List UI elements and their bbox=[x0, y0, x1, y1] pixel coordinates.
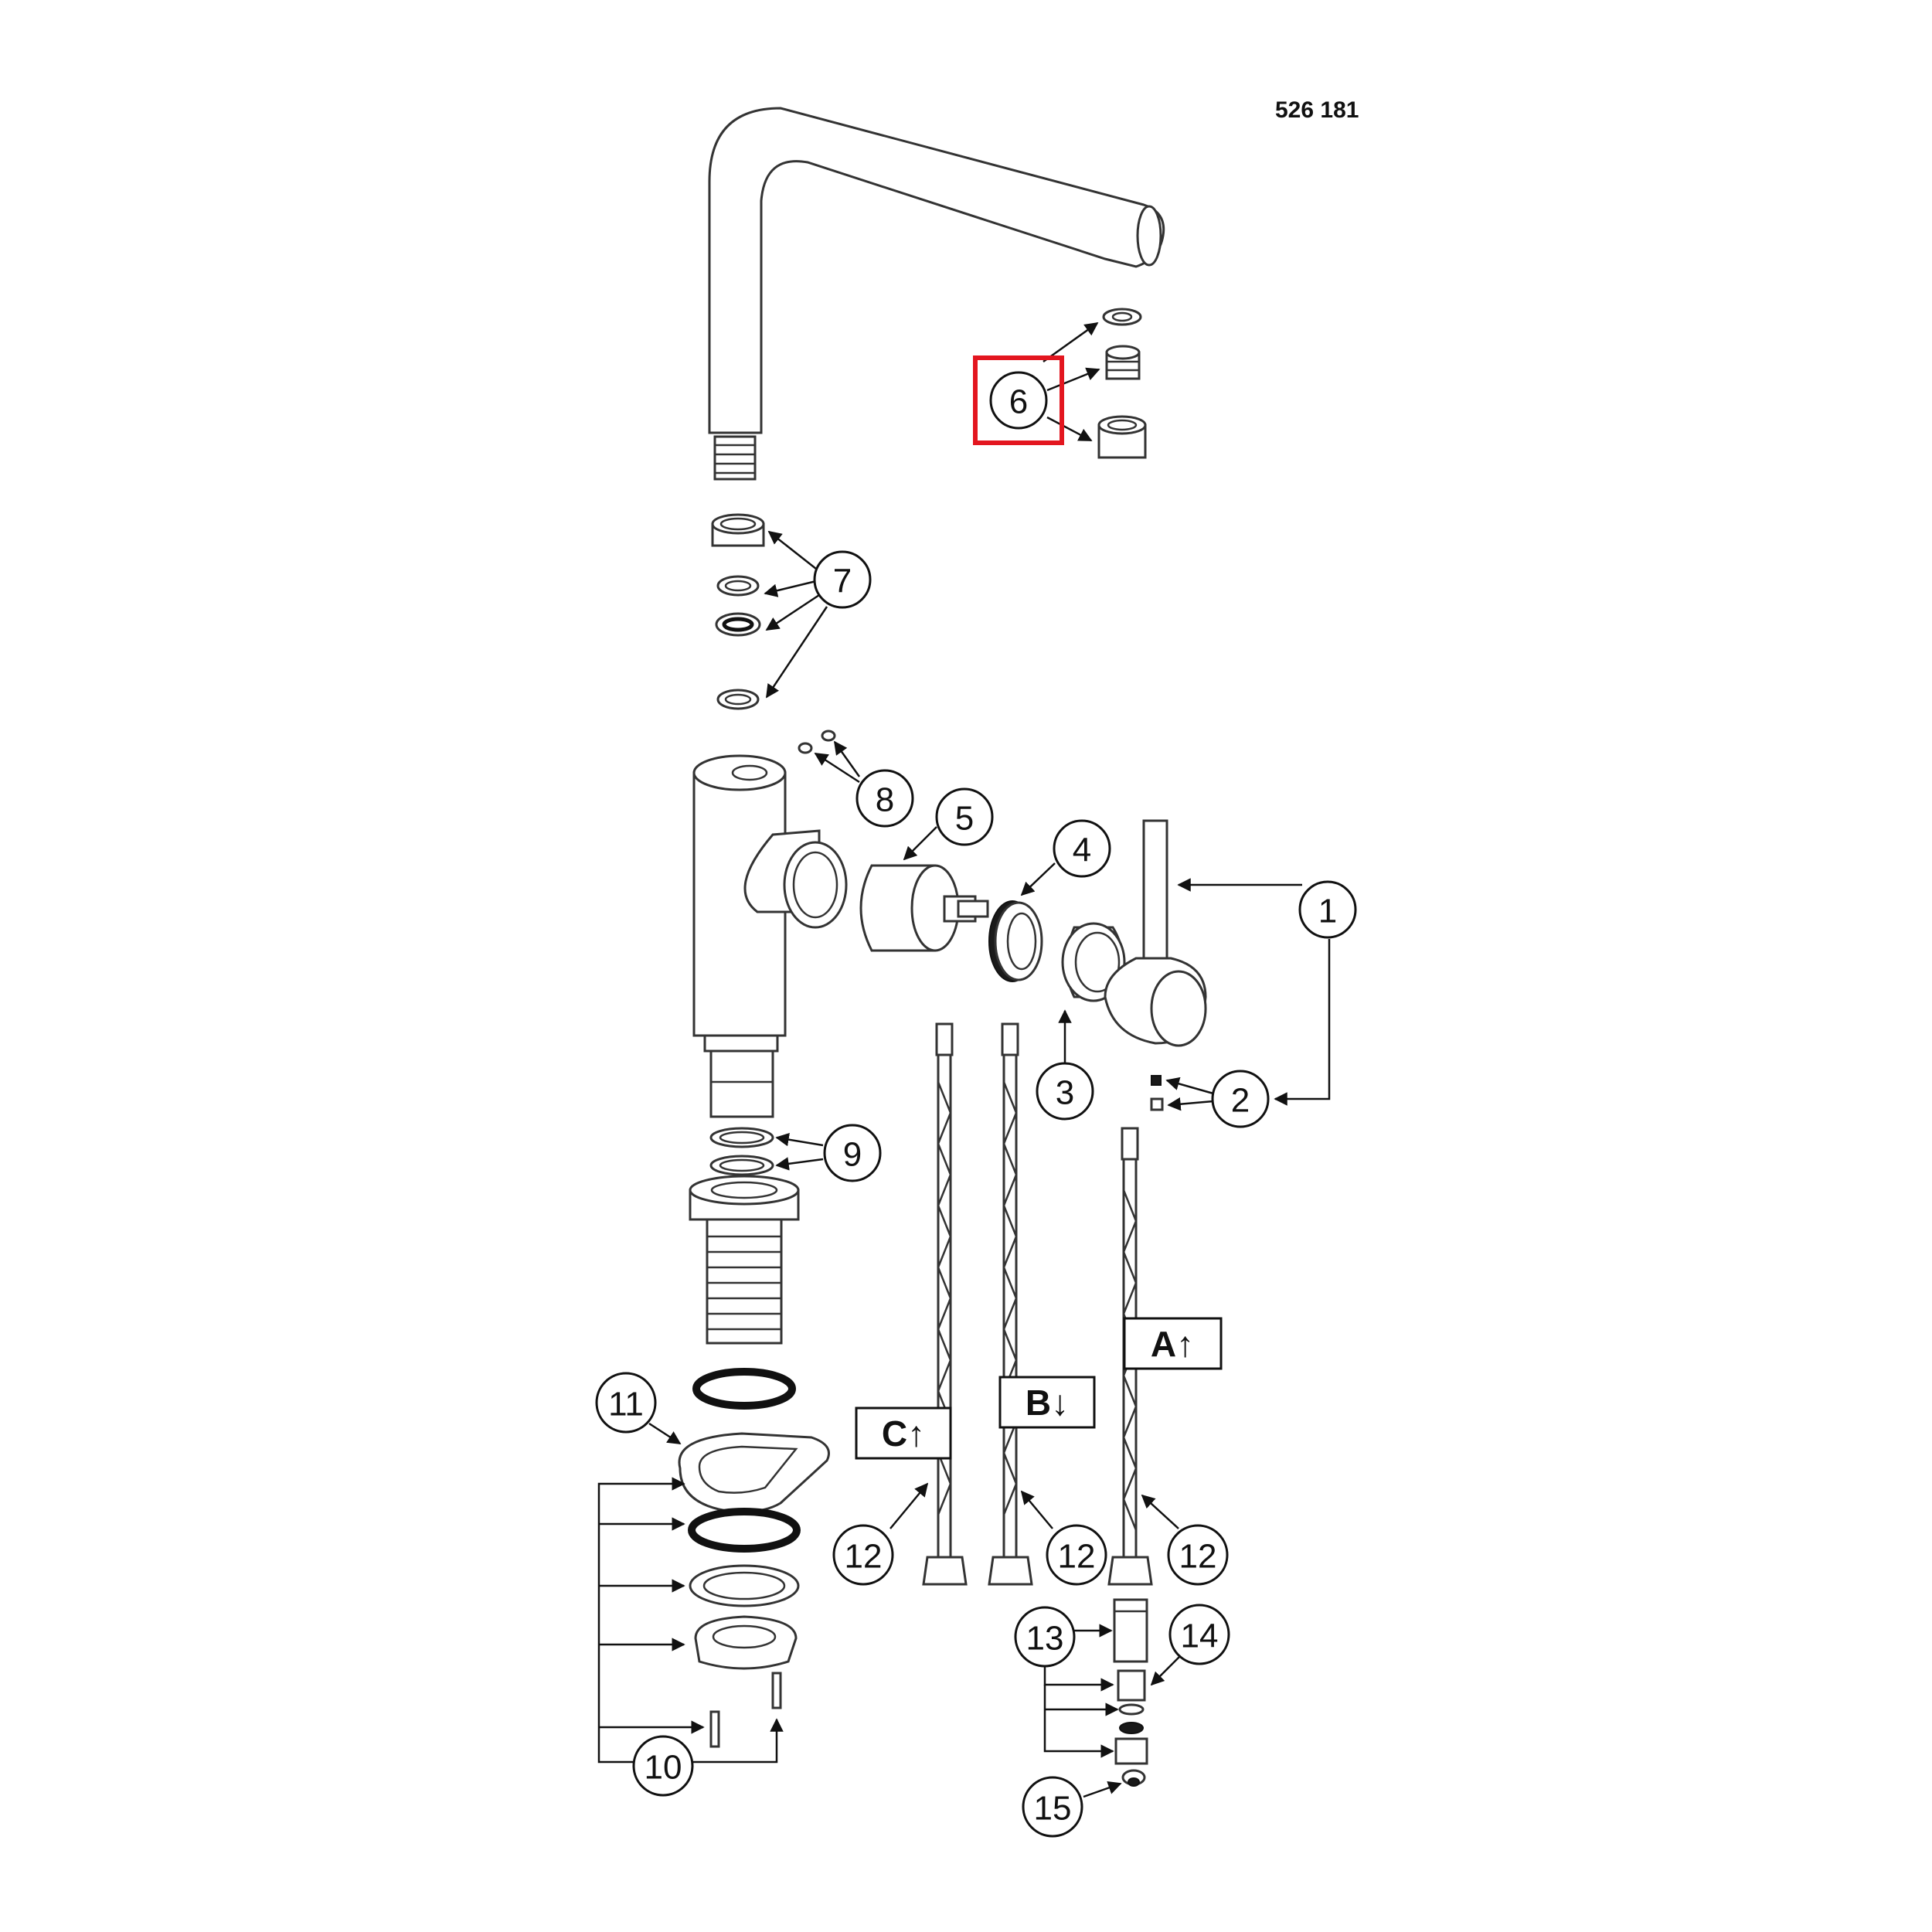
lever-handle bbox=[1104, 819, 1207, 1047]
leader-lines bbox=[597, 321, 1331, 1798]
highlight-box bbox=[973, 355, 1064, 445]
callouts: 1 2 3 4 5 6 7 8 9 10 11 12 12 12 13 14 1… bbox=[595, 371, 1357, 1838]
svg-text:8: 8 bbox=[876, 781, 894, 819]
svg-text:2: 2 bbox=[1231, 1082, 1250, 1120]
callout-13: 13 bbox=[1014, 1606, 1076, 1668]
callout-5: 5 bbox=[935, 787, 994, 846]
svg-text:A↑: A↑ bbox=[1151, 1324, 1194, 1364]
svg-text:15: 15 bbox=[1034, 1790, 1072, 1828]
part-number: 526 181 bbox=[1275, 97, 1359, 123]
hose-b bbox=[988, 1022, 1033, 1586]
callout-12-c: 12 bbox=[832, 1524, 894, 1586]
aerator-parts bbox=[1097, 308, 1147, 459]
clamp-nut bbox=[988, 900, 1043, 982]
svg-text:C↑: C↑ bbox=[882, 1413, 925, 1454]
grub-screws bbox=[798, 730, 836, 754]
svg-text:9: 9 bbox=[843, 1136, 862, 1174]
svg-text:3: 3 bbox=[1056, 1074, 1074, 1112]
valve-parts bbox=[1113, 1598, 1148, 1787]
svg-text:7: 7 bbox=[833, 563, 852, 600]
callout-2: 2 bbox=[1211, 1070, 1270, 1128]
callout-4: 4 bbox=[1053, 819, 1111, 878]
hose-c bbox=[922, 1022, 968, 1586]
base-seal-ring bbox=[692, 1368, 796, 1410]
body-seals bbox=[709, 1127, 774, 1176]
svg-text:12: 12 bbox=[1058, 1538, 1096, 1576]
callout-14: 14 bbox=[1168, 1604, 1230, 1665]
flow-label-c: C↑ bbox=[855, 1406, 952, 1460]
callout-6: 6 bbox=[989, 371, 1048, 430]
callout-3: 3 bbox=[1036, 1062, 1094, 1121]
flow-label-b: B↓ bbox=[998, 1376, 1096, 1429]
mount-seal bbox=[688, 1508, 801, 1553]
callout-8: 8 bbox=[855, 769, 914, 828]
callout-12-b: 12 bbox=[1046, 1524, 1107, 1586]
spout bbox=[708, 107, 1165, 481]
mounting-kit bbox=[678, 1432, 830, 1748]
svg-text:14: 14 bbox=[1181, 1617, 1219, 1655]
svg-text:4: 4 bbox=[1073, 832, 1091, 869]
spout-thread bbox=[713, 435, 757, 481]
flow-label-a: A↑ bbox=[1123, 1317, 1223, 1370]
svg-text:11: 11 bbox=[608, 1386, 644, 1423]
callout-15: 15 bbox=[1022, 1776, 1083, 1838]
svg-text:12: 12 bbox=[1179, 1538, 1217, 1576]
spout-seals bbox=[711, 513, 765, 710]
callout-1: 1 bbox=[1298, 880, 1357, 939]
handle-grub-screws bbox=[1150, 1075, 1164, 1111]
svg-text:5: 5 bbox=[955, 800, 974, 838]
mixer-body bbox=[692, 754, 848, 1118]
callout-7: 7 bbox=[813, 550, 872, 609]
svg-text:10: 10 bbox=[645, 1749, 682, 1787]
cartridge bbox=[859, 864, 989, 952]
threaded-stud bbox=[689, 1175, 800, 1345]
cover-sleeve bbox=[1061, 922, 1126, 1002]
svg-text:13: 13 bbox=[1026, 1620, 1064, 1658]
svg-text:6: 6 bbox=[1009, 383, 1028, 421]
svg-text:1: 1 bbox=[1318, 893, 1337, 930]
svg-text:12: 12 bbox=[845, 1538, 883, 1576]
supply-hoses bbox=[922, 1022, 1153, 1586]
callout-9: 9 bbox=[823, 1124, 882, 1182]
svg-text:B↓: B↓ bbox=[1026, 1383, 1069, 1423]
callout-11: 11 bbox=[595, 1372, 657, 1434]
callout-12-a: 12 bbox=[1167, 1524, 1229, 1586]
callout-10: 10 bbox=[632, 1735, 694, 1797]
